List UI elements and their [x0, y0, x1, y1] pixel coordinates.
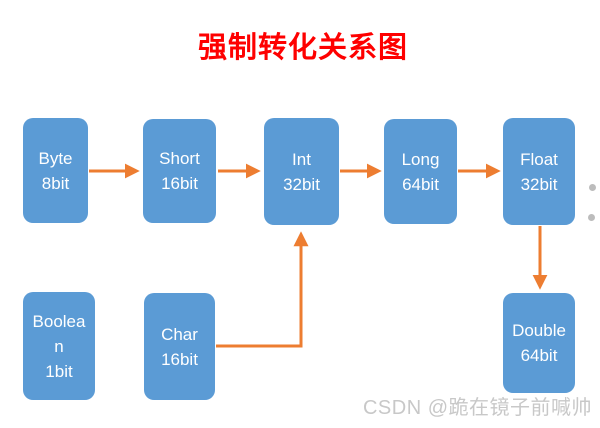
- node-float-sub: 32bit: [520, 174, 558, 194]
- node-char-label: Char: [161, 324, 198, 344]
- node-short-label: Short: [159, 149, 200, 168]
- node-short: Short 16bit: [143, 119, 216, 223]
- node-boolean: Boolean 1bit: [23, 292, 95, 400]
- node-double-label: Double: [512, 321, 566, 340]
- node-short-sub: 16bit: [161, 174, 198, 193]
- node-double-sub: 64bit: [520, 346, 558, 365]
- node-float-label: Float: [520, 149, 558, 169]
- gray-dot-artifact: [589, 184, 596, 191]
- node-boolean-label: Boolean: [32, 311, 86, 356]
- node-long-label: Long: [401, 149, 440, 169]
- node-char-sub: 16bit: [161, 349, 198, 369]
- node-long-sub: 64bit: [402, 174, 439, 194]
- node-int-label: Int: [292, 149, 311, 169]
- node-boolean-sub: 1bit: [45, 361, 73, 381]
- page-title: 强制转化关系图: [197, 32, 408, 64]
- node-long: Long 64bit: [384, 119, 457, 224]
- node-byte-label: Byte: [38, 148, 73, 168]
- node-byte-sub: 8bit: [41, 173, 70, 193]
- node-char: Char 16bit: [144, 293, 215, 400]
- node-int-sub: 32bit: [283, 174, 320, 194]
- csdn-watermark: CSDN @跪在镜子前喊帅: [362, 397, 592, 419]
- node-float: Float 32bit: [503, 118, 575, 225]
- node-double: Double 64bit: [503, 293, 575, 393]
- edge-char-int: [216, 231, 309, 348]
- gray-dot-artifact: [588, 214, 595, 221]
- node-byte: Byte 8bit: [23, 118, 88, 223]
- node-int: Int 32bit: [264, 118, 339, 225]
